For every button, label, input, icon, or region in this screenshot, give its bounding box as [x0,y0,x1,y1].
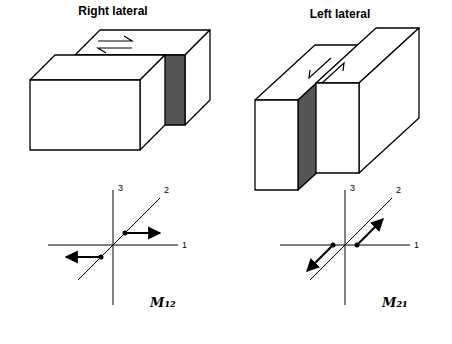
axis-label: 3 [118,184,123,193]
moment-label: M₂₁ [382,296,408,309]
axis-label: 3 [350,184,355,193]
right-lateral-harpoons [98,36,132,53]
right-lateral-blocks [30,30,210,150]
moment-label: M₁₂ [150,296,176,309]
left-lateral-harpoons [309,58,344,83]
axis-label: 1 [182,241,187,250]
couple-m12 [66,231,160,260]
panel-title: Left lateral [310,8,371,20]
axis-label: 2 [164,186,169,195]
couple-m21 [307,219,383,271]
panel-title: Right lateral [78,5,147,17]
axes-m21 [280,190,410,305]
axes-m12 [48,190,178,305]
axis-label: 2 [396,186,401,195]
left-lateral-blocks [255,28,419,190]
axis-label: 1 [414,241,419,250]
